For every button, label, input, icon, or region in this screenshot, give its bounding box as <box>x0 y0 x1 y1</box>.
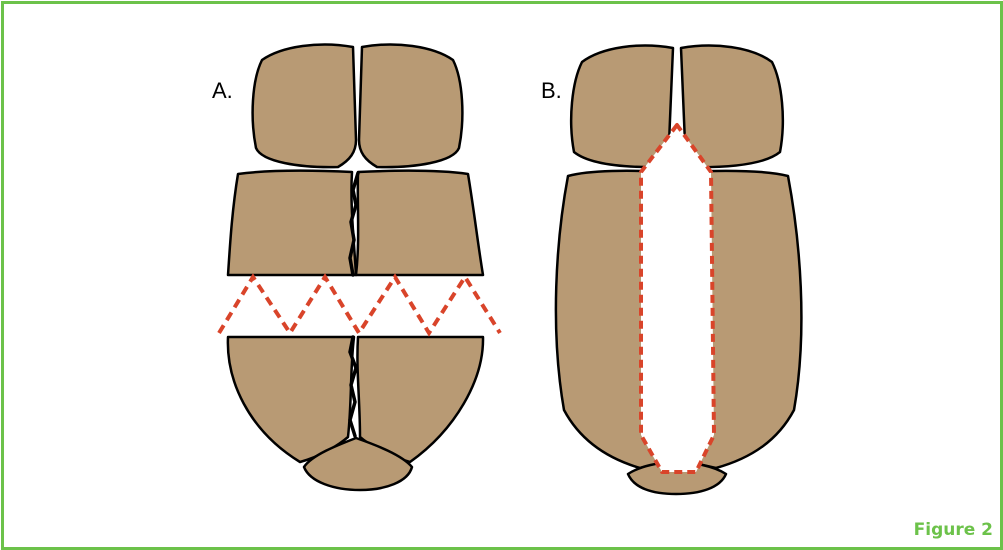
panel-b-craniotomy-window <box>641 125 714 472</box>
panel-a-left-frontal-bone <box>253 45 356 168</box>
figure-caption: Figure 2 <box>914 520 993 540</box>
panel-a-skull <box>228 45 483 490</box>
panel-a-zigzag-cut-line <box>219 277 500 333</box>
panel-a-label: A. <box>212 78 233 104</box>
panel-a-left-parietal-bone-lower <box>228 337 354 462</box>
panel-a-right-parietal-bone <box>356 171 483 275</box>
panel-a-right-parietal-bone-lower <box>357 337 483 462</box>
panel-a-left-parietal-bone <box>228 171 356 275</box>
panel-b-label: B. <box>541 78 562 104</box>
panel-a-right-frontal-bone <box>359 45 462 168</box>
